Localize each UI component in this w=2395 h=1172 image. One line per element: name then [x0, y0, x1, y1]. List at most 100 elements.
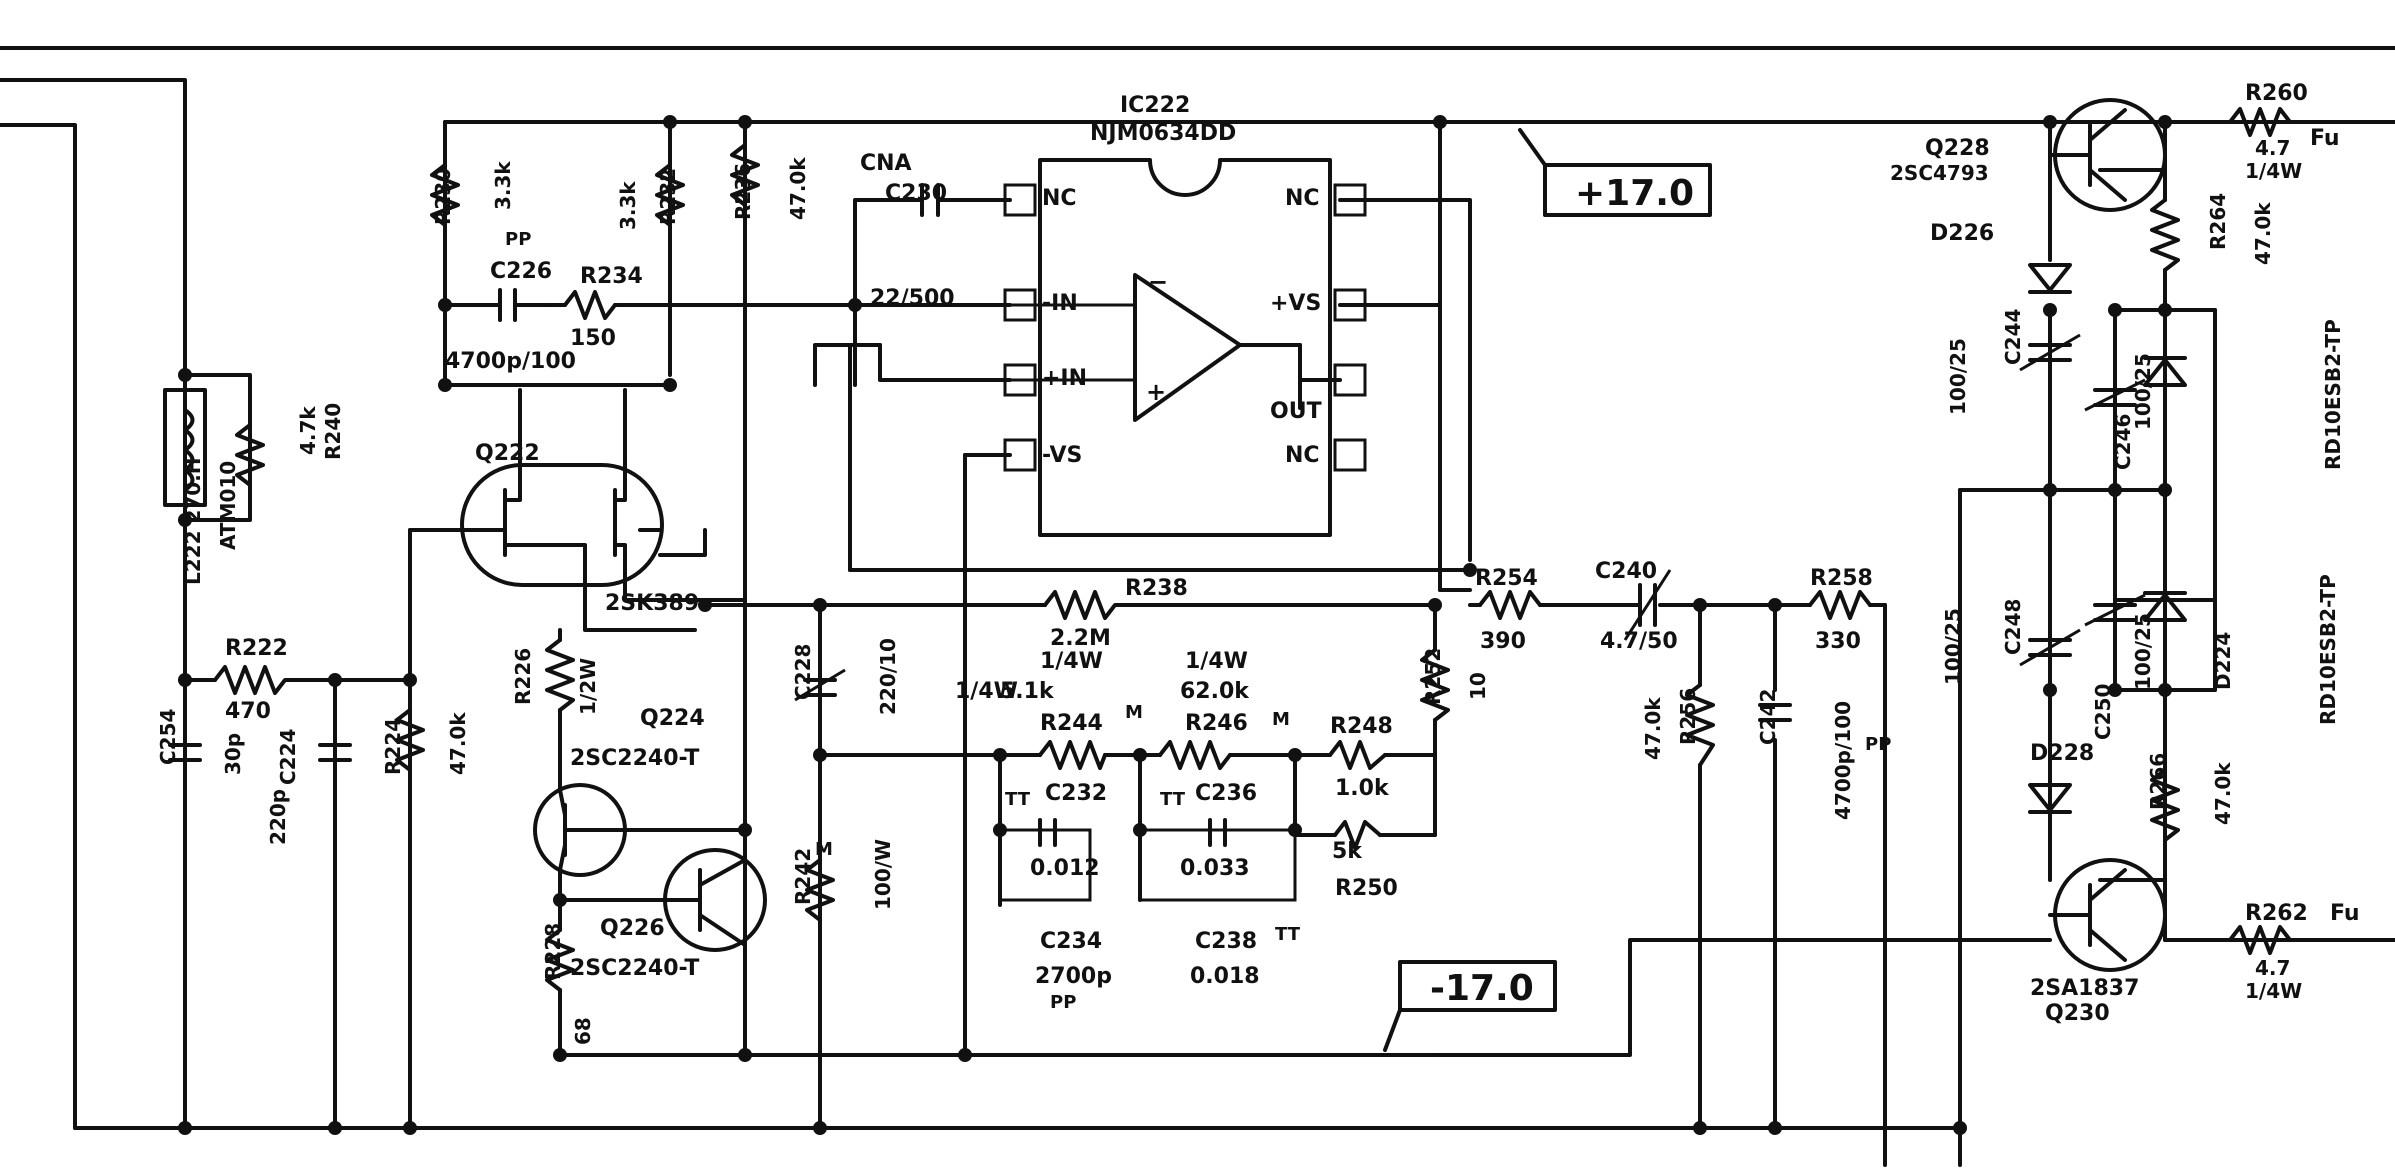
tt2-label: TT: [1160, 789, 1186, 810]
c246-label: C246: [2111, 414, 2135, 470]
r228-label: R228: [541, 923, 565, 980]
c244v-label: 100/25: [1946, 338, 1970, 415]
r250-label: R250: [1335, 876, 1398, 901]
r234v-label: 150: [570, 326, 616, 351]
r228v-label: 68: [571, 1017, 595, 1045]
r244v-label: 5.1k: [1000, 679, 1055, 704]
rail-pos: +17.0: [1575, 173, 1694, 214]
r244-label: R244: [1040, 711, 1103, 736]
r252-label: R252: [1421, 648, 1445, 705]
r244w-label: 1/4W: [955, 679, 1018, 704]
r252v-label: 10: [1466, 672, 1490, 700]
d224-label: D224: [2211, 632, 2235, 690]
c230-label: C230: [885, 181, 947, 206]
m3-label: M: [1272, 709, 1290, 730]
capacitors: [168, 183, 2146, 902]
inductor-l222: [163, 388, 207, 507]
c250-label: C250: [2091, 684, 2115, 740]
c236v-label: 0.033: [1180, 856, 1250, 881]
c232v-label: 0.012: [1030, 856, 1100, 881]
q228p-label: 2SC4793: [1890, 161, 1989, 185]
r238w-label: 1/4W: [1040, 649, 1103, 674]
c246v-label: 100/25: [2131, 353, 2155, 430]
q228-label: Q228: [1925, 136, 1990, 161]
resistors: [213, 107, 2292, 992]
r246-label: R246: [1185, 711, 1248, 736]
c224v-label: 220p: [266, 789, 290, 845]
r230v-label: 3.3k: [491, 161, 515, 210]
junction-dots: [178, 115, 2172, 1135]
r260w-label: 1/4W: [2245, 159, 2302, 183]
c226v-label: 4700p/100: [445, 349, 576, 374]
r238-label: R238: [1125, 576, 1188, 601]
r246w-label: 1/4W: [1185, 649, 1248, 674]
c234-label: C234: [1040, 929, 1102, 954]
r260-label: R260: [2245, 81, 2308, 106]
svg-text:−: −: [1148, 268, 1168, 296]
c234v-label: 2700p: [1035, 964, 1112, 989]
d226-label: D226: [1930, 221, 1994, 246]
ic222-opamp: − +: [1003, 158, 1367, 537]
wires: [0, 78, 2395, 1167]
ic-part: NJM0634DD: [1090, 121, 1236, 146]
rail-boxes: [1383, 128, 1712, 1052]
c254v-label: 30p: [221, 733, 245, 775]
pin-in-pos: +IN: [1042, 366, 1087, 391]
r254v-label: 390: [1480, 629, 1526, 654]
r232v-label: 3.3k: [616, 181, 640, 230]
c238v-label: 0.018: [1190, 964, 1260, 989]
c240-label: C240: [1595, 559, 1657, 584]
r224-label: R224: [381, 718, 405, 775]
pp2-label: PP: [1050, 992, 1076, 1013]
r242-label: R242: [791, 848, 815, 905]
r246v-label: 62.0k: [1180, 679, 1250, 704]
q230p-label: 2SA1837: [2030, 976, 2139, 1001]
r230-label: R230: [431, 168, 455, 225]
svg-text:+: +: [1146, 378, 1166, 406]
c240v-label: 4.7/50: [1600, 629, 1678, 654]
r248v-label: 1.0k: [1335, 776, 1390, 801]
c254-label: C254: [156, 709, 180, 765]
r236-label: R236: [731, 163, 755, 220]
c224-label: C224: [276, 729, 300, 785]
r262-label: R262: [2245, 901, 2308, 926]
d222-label: RD10ESB2-TP: [2321, 319, 2345, 470]
d224p-label: RD10ESB2-TP: [2316, 574, 2340, 725]
r232-label: R232: [656, 168, 680, 225]
q224p-label: 2SC2240-T: [570, 746, 699, 771]
q222p-label: 2SK389: [605, 591, 699, 616]
transistors: [460, 98, 2167, 972]
q230-label: Q230: [2045, 1001, 2110, 1026]
r262w-label: 1/4W: [2245, 979, 2302, 1003]
r242v-label: 100/W: [871, 839, 895, 910]
l222-label: L222 270.H: [181, 457, 205, 585]
q226-label: Q226: [600, 916, 665, 941]
c238-label: C238: [1195, 929, 1257, 954]
q224-label: Q224: [640, 706, 705, 731]
pp3-label: PP: [1865, 734, 1891, 755]
labels: IC222 NJM0634DD NC -IN +IN -VS NC +VS OU…: [156, 81, 2360, 1045]
m1-label: M: [815, 839, 833, 860]
c228v-label: 220/10: [876, 638, 900, 715]
r266-label: R266: [2146, 753, 2170, 810]
tt1-label: TT: [1005, 789, 1031, 810]
c232-label: C232: [1045, 781, 1107, 806]
q226p-label: 2SC2240-T: [570, 956, 699, 981]
r226v-label: 1/2W: [576, 658, 600, 715]
r264-label: R264: [2206, 193, 2230, 250]
r234-label: R234: [580, 264, 643, 289]
c236-label: C236: [1195, 781, 1257, 806]
r256-label: R256: [1676, 688, 1700, 745]
c248v-label: 100/25: [2131, 613, 2155, 690]
r266v-label: 47.0k: [2211, 762, 2235, 825]
r254-label: R254: [1475, 566, 1538, 591]
r248-label: R248: [1330, 714, 1393, 739]
c226-label: C226: [490, 259, 552, 284]
c248-label: C248: [2001, 599, 2025, 655]
c244-label: C244: [2001, 309, 2025, 365]
d228-label: D228: [2030, 741, 2094, 766]
c242v-label: 4700p/100: [1831, 701, 1855, 820]
pin-vs-pos: +VS: [1270, 291, 1321, 316]
pin-nc-r: NC: [1285, 186, 1320, 211]
